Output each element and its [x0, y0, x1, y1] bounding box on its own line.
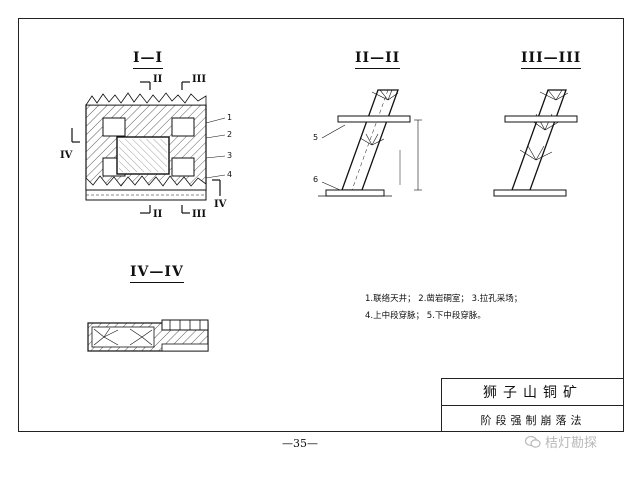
watermark-text: 桔灯勘探 [545, 436, 598, 451]
section-label-ii: II—II [355, 50, 401, 69]
cut-mark-iii-bottom: III [192, 209, 206, 220]
section-i-plan [71, 81, 226, 214]
wechat-icon [525, 435, 541, 448]
section-label-iv: IV—IV [130, 264, 184, 283]
callout-6: 6 [313, 175, 318, 184]
cut-mark-iv-right: IV [214, 199, 227, 210]
section-label-i: I—I [133, 50, 164, 69]
section-ii-profile [318, 89, 422, 197]
cut-mark-ii-bottom: II [153, 209, 163, 220]
callout-2: 2 [227, 130, 232, 139]
cut-mark-iv-left: IV [60, 150, 73, 161]
title-block-title: 狮子山铜矿 [442, 379, 624, 406]
cut-mark-ii-top: II [153, 74, 163, 85]
watermark: 桔灯勘探 [525, 432, 597, 451]
cut-mark-iii-top: III [192, 74, 206, 85]
callout-5: 5 [313, 133, 318, 142]
section-iii-profile [493, 89, 578, 197]
section-label-iii: III—III [521, 50, 582, 69]
page-number: —35— [282, 437, 318, 450]
notes-line-2: 4.上中段穿脉； 5.下中段穿脉。 [365, 311, 486, 321]
notes-line-1: 1.联络天井； 2.凿岩硐室； 3.拉孔采场； [365, 294, 523, 304]
title-block-subtitle: 阶段强制崩落法 [480, 413, 586, 427]
title-block: 狮子山铜矿 阶段强制崩落法 [441, 378, 624, 432]
callout-1: 1 [227, 113, 232, 122]
section-iv-profile [87, 319, 209, 352]
ore-fragment-band [85, 92, 207, 106]
drawing-sheet-border [18, 18, 624, 432]
callout-3: 3 [227, 151, 232, 160]
callout-4: 4 [227, 170, 232, 179]
drawing-notes: 1.联络天井； 2.凿岩硐室； 3.拉孔采场； 4.上中段穿脉； 5.下中段穿脉… [365, 291, 522, 325]
